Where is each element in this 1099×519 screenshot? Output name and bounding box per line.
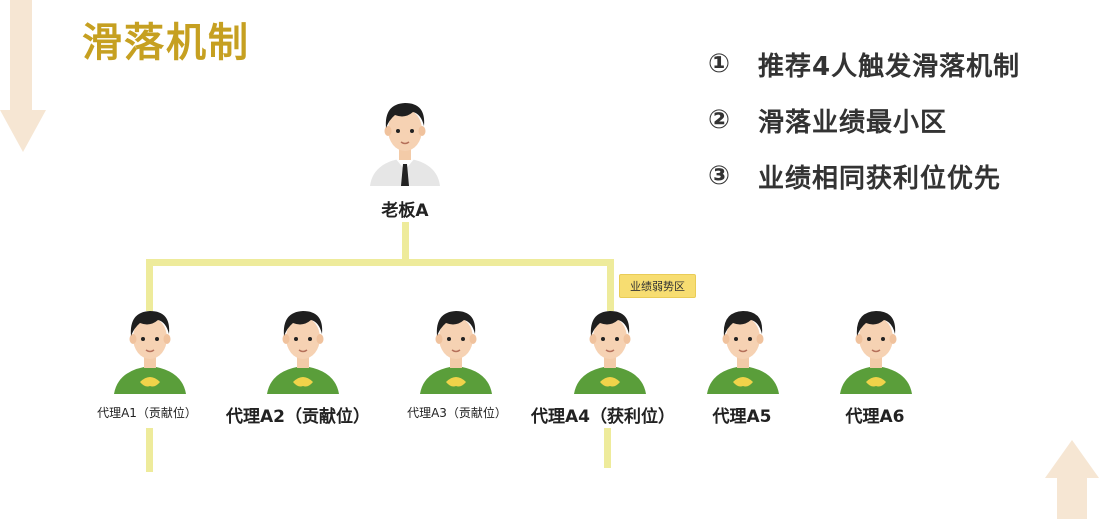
rule-number: ② bbox=[708, 105, 731, 135]
connector-left-branch bbox=[146, 259, 153, 311]
agent-avatar bbox=[267, 311, 339, 394]
rule-item: ① 推荐4人触发滑落机制 bbox=[708, 36, 1020, 92]
down-arrow-icon bbox=[0, 0, 46, 152]
up-arrow-icon bbox=[1045, 440, 1099, 519]
rules-list: ① 推荐4人触发滑落机制 ② 滑落业绩最小区 ③ 业绩相同获利位优先 bbox=[708, 36, 1020, 204]
connector-right-branch bbox=[607, 259, 614, 311]
weak-zone-badge: 业绩弱势区 bbox=[619, 274, 696, 298]
agent-avatar bbox=[420, 311, 492, 394]
agent-label: 代理A4（获利位） bbox=[531, 407, 675, 427]
rule-number: ① bbox=[708, 49, 731, 79]
connector-a4-down bbox=[604, 428, 611, 468]
agent-label: 代理A3（贡献位） bbox=[407, 406, 507, 420]
connector-a1-down bbox=[146, 428, 153, 472]
boss-avatar bbox=[370, 103, 440, 186]
agent-avatar bbox=[114, 311, 186, 394]
rule-item: ② 滑落业绩最小区 bbox=[708, 92, 1020, 148]
boss-label: 老板A bbox=[381, 201, 429, 221]
agent-label: 代理A2（贡献位） bbox=[226, 407, 370, 427]
rule-text: 推荐4人触发滑落机制 bbox=[758, 51, 1021, 82]
agent-label: 代理A1（贡献位） bbox=[97, 406, 197, 420]
agent-avatar bbox=[574, 311, 646, 394]
agent-label: 代理A6 bbox=[845, 407, 905, 427]
rule-number: ③ bbox=[708, 161, 731, 191]
connector-boss-down bbox=[402, 222, 409, 264]
rule-text: 业绩相同获利位优先 bbox=[758, 163, 1002, 194]
rule-text: 滑落业绩最小区 bbox=[758, 107, 948, 138]
rule-item: ③ 业绩相同获利位优先 bbox=[708, 148, 1020, 204]
agent-avatar bbox=[840, 311, 912, 394]
agent-avatar bbox=[707, 311, 779, 394]
agent-label: 代理A5 bbox=[712, 407, 772, 427]
page-title: 滑落机制 bbox=[82, 20, 250, 66]
connector-horizontal bbox=[146, 259, 614, 266]
